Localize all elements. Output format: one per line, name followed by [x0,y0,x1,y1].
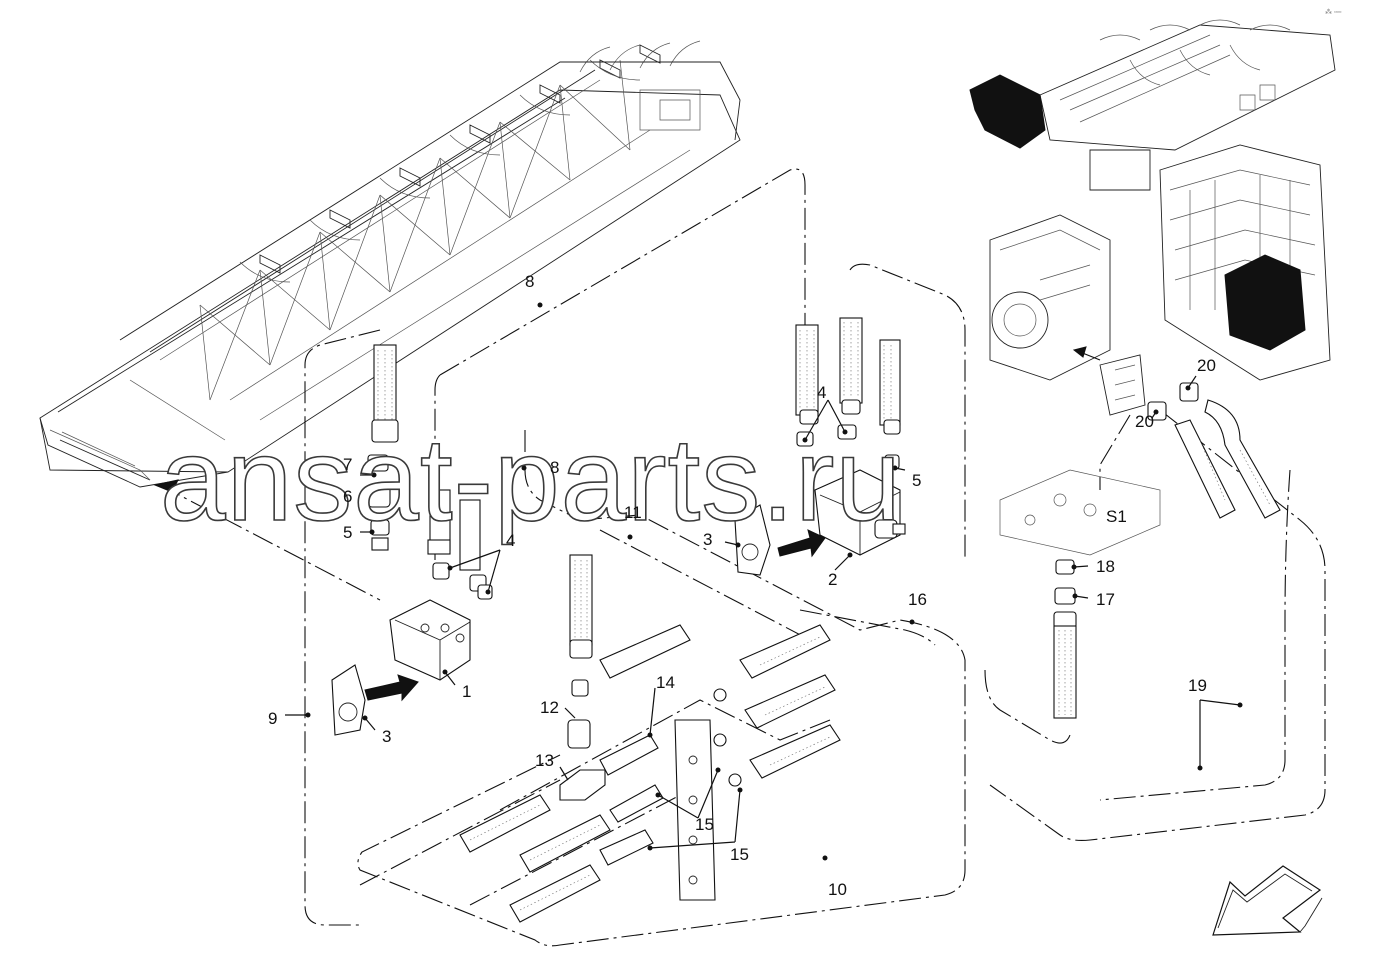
callout-s1: S1 [1106,507,1127,526]
conveyor-top-right-drawing [969,19,1336,191]
callout-2: 2 [828,570,837,589]
callout-labels: 1 2 3 3 4 4 5 5 6 7 8 8 9 10 11 12 13 14… [268,272,1216,899]
lower-hose-group [459,554,841,923]
callout-11: 11 [624,503,642,522]
callout-20b: 20 [1135,412,1154,431]
watermark: ansat-parts.ru [160,414,902,546]
conveyor-frame-drawing [39,40,741,488]
callout-1: 1 [462,682,471,701]
callout-7: 7 [343,455,352,474]
callout-5b: 5 [912,471,921,490]
corner-mark: ⁂ ▫▫▫ [1325,8,1341,16]
callout-12: 12 [540,698,559,717]
right-fittings-group [999,382,1281,719]
pump-assembly-drawing [989,144,1331,416]
callout-18: 18 [1096,557,1115,576]
orientation-arrow-icon [1212,865,1323,936]
callout-16: 16 [908,590,927,609]
callout-8a: 8 [525,272,534,291]
callout-8b: 8 [550,458,559,477]
callout-4b: 4 [817,383,826,402]
black-motor-pump [1224,254,1306,351]
callout-dots [305,302,1243,861]
callout-15a: 15 [695,815,714,834]
flow-arrow-left [153,479,179,493]
callout-3b: 3 [703,530,712,549]
callout-4a: 4 [506,531,515,550]
callout-15b: 15 [730,845,749,864]
callout-13: 13 [535,751,554,770]
callout-19: 19 [1188,676,1207,695]
callout-9: 9 [268,709,277,728]
center-valve-group [734,317,906,576]
callout-10: 10 [828,880,847,899]
callout-17: 17 [1096,590,1115,609]
leader-lines [285,375,1241,849]
callout-6: 6 [343,487,352,506]
left-valve-group [331,344,493,736]
callout-3a: 3 [382,727,391,746]
callout-5a: 5 [343,523,352,542]
routing-lines [159,168,1326,947]
callout-14: 14 [656,673,675,692]
black-motor-top [969,74,1046,149]
callout-20a: 20 [1197,356,1216,375]
